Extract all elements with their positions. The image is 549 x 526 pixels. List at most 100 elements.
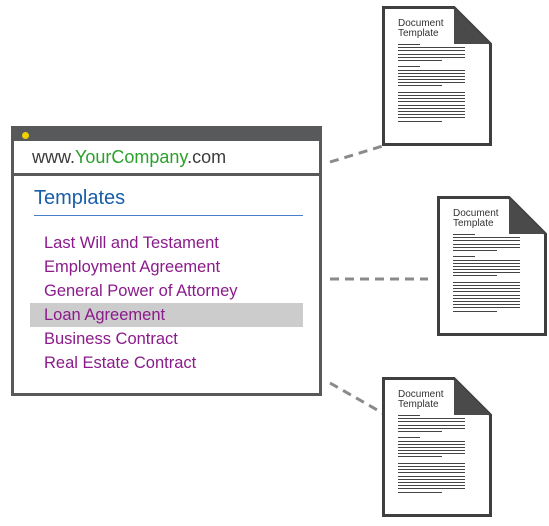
document-text-line (398, 56, 465, 60)
connector-to-top-document (329, 143, 387, 164)
document-text-line (453, 275, 498, 278)
document-text-line (398, 466, 465, 469)
document-text-line (398, 91, 465, 95)
document-text-line (453, 310, 498, 314)
document-text-line (398, 117, 465, 120)
document-text-line (453, 300, 520, 304)
document-text-line (453, 237, 520, 240)
document-text-line (453, 246, 520, 250)
document-text-lines (453, 234, 527, 314)
document-text-line (398, 430, 443, 434)
document-text-line (398, 107, 465, 111)
document-text-line (398, 82, 465, 85)
document-text-line (398, 59, 443, 63)
document-text-line (398, 101, 465, 104)
document-text-line (398, 475, 465, 479)
document-text-line (398, 421, 465, 424)
template-item-employment-agreement[interactable]: Employment Agreement (44, 258, 221, 276)
document-template-icon: Document Template (382, 6, 492, 146)
document-label-line2: Template (398, 399, 439, 410)
document-text-lines (398, 415, 472, 495)
document-template-icon: Document Template (382, 377, 492, 517)
document-text-line (398, 47, 465, 50)
document-text-line (453, 291, 520, 294)
document-text-line (398, 95, 465, 98)
document-text-line (453, 304, 520, 307)
document-text-line (398, 104, 465, 108)
window-dot-icon (22, 132, 29, 139)
document-text-line (398, 415, 421, 418)
document-text-line (453, 294, 520, 298)
document-text-line (453, 288, 520, 291)
document-text-line (398, 472, 465, 475)
document-label-line1: Document (398, 18, 444, 29)
document-text-line (398, 485, 465, 488)
document-text-line (398, 469, 465, 472)
document-text-line (398, 481, 465, 485)
document-text-line (398, 453, 465, 456)
document-text-line (398, 450, 465, 453)
document-text-line (398, 462, 465, 466)
document-text-line (398, 50, 465, 53)
document-text-line (398, 418, 465, 421)
document-text-line (453, 249, 498, 253)
document-text-line (398, 72, 465, 76)
document-label-line1: Document (453, 208, 499, 219)
browser-window: www.YourCompany.com Templates Last Will … (11, 126, 322, 396)
document-text-line (398, 440, 465, 444)
document-text-line (453, 256, 476, 259)
document-label: Document Template (453, 209, 513, 229)
window-titlebar (14, 129, 319, 141)
document-text-line (398, 110, 465, 114)
document-text-line (453, 285, 520, 288)
document-text-line (398, 456, 443, 459)
document-text-line (398, 437, 421, 440)
heading-divider (34, 215, 303, 216)
url-suffix: .com (187, 147, 227, 167)
document-text-line (453, 269, 520, 272)
document-text-line (453, 243, 520, 247)
document-label-line2: Template (398, 28, 439, 39)
document-label-line1: Document (398, 389, 444, 400)
document-text-line (398, 446, 465, 450)
document-label-line2: Template (453, 218, 494, 229)
document-text-line (398, 66, 421, 69)
document-text-line (398, 443, 465, 447)
document-text-line (453, 272, 520, 275)
document-text-line (453, 259, 520, 263)
document-text-line (398, 53, 465, 57)
document-text-line (453, 234, 476, 237)
template-item-loan-agreement[interactable]: Loan Agreement (30, 303, 303, 327)
document-text-line (453, 240, 520, 243)
document-text-lines (398, 44, 472, 124)
document-text-line (453, 307, 520, 310)
template-item-real-estate-contract[interactable]: Real Estate Contract (44, 354, 197, 372)
document-text-line (398, 69, 465, 73)
document-text-line (398, 491, 443, 495)
document-text-line (453, 262, 520, 266)
address-bar[interactable]: www.YourCompany.com (14, 141, 319, 176)
document-text-line (398, 114, 465, 117)
templates-heading: Templates (34, 187, 126, 209)
url-prefix: www. (32, 147, 76, 167)
document-template-icon: Document Template (437, 196, 547, 336)
document-text-line (453, 281, 520, 285)
document-text-line (398, 98, 465, 101)
url-host: YourCompany (75, 147, 188, 167)
template-item-last-will[interactable]: Last Will and Testament (44, 234, 219, 252)
template-item-business-contract[interactable]: Business Contract (44, 330, 178, 348)
document-text-line (453, 297, 520, 301)
document-text-line (453, 265, 520, 269)
document-text-line (398, 478, 465, 482)
document-text-line (398, 85, 443, 88)
document-text-line (398, 75, 465, 79)
template-list: Last Will and Testament Employment Agree… (30, 231, 303, 375)
document-text-line (398, 488, 465, 491)
document-text-line (398, 44, 421, 47)
document-label: Document Template (398, 390, 458, 410)
document-text-line (398, 427, 465, 431)
document-text-line (398, 424, 465, 428)
template-item-power-of-attorney[interactable]: General Power of Attorney (44, 282, 238, 300)
document-label: Document Template (398, 19, 458, 39)
